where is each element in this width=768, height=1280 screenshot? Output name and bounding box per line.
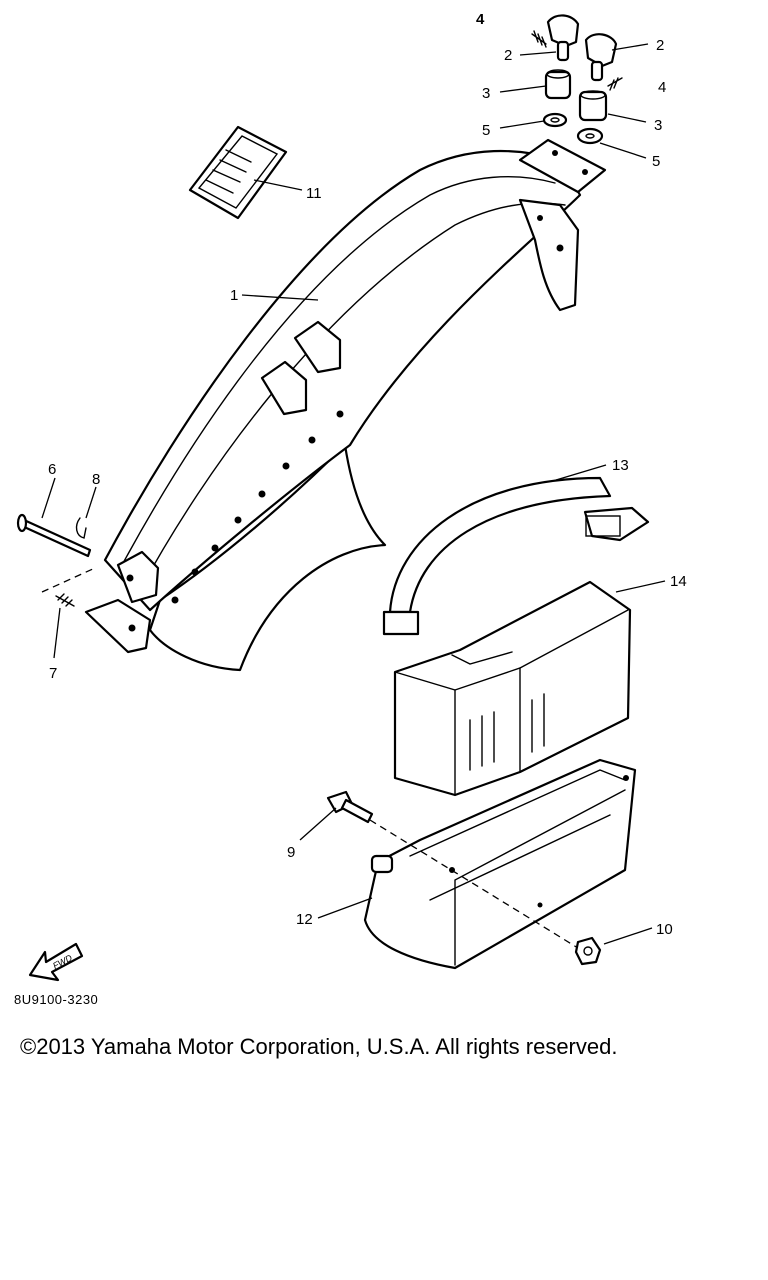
front-pin-hardware <box>16 513 96 607</box>
callout-2-left: 2 <box>504 47 512 64</box>
callout-numbers: 4 2 2 4 3 3 5 5 11 1 6 8 7 13 14 9 12 10 <box>48 11 687 938</box>
reflector <box>188 125 288 220</box>
battery-strap <box>382 476 650 636</box>
callout-8: 8 <box>92 471 100 488</box>
callout-1: 1 <box>230 287 238 304</box>
figure-code: 8U9100-3230 <box>14 992 99 1007</box>
battery <box>393 580 632 797</box>
callout-10: 10 <box>656 921 673 938</box>
callout-6: 6 <box>48 461 56 478</box>
battery-tray <box>363 758 637 970</box>
copyright-notice: ©2013 Yamaha Motor Corporation, U.S.A. A… <box>20 1034 618 1059</box>
callout-11: 11 <box>306 185 322 202</box>
callout-4-right: 4 <box>658 79 666 96</box>
callout-7: 7 <box>49 665 57 682</box>
callout-13: 13 <box>612 457 629 474</box>
callout-12: 12 <box>296 911 313 928</box>
parts-diagram: FWD 4 2 2 4 3 3 5 5 11 1 6 8 7 13 14 <box>16 11 687 982</box>
callout-9: 9 <box>287 844 295 861</box>
callout-3-right: 3 <box>654 117 662 134</box>
callout-3-left: 3 <box>482 85 490 102</box>
leader-lines <box>41 43 666 945</box>
callout-5-right: 5 <box>652 153 660 170</box>
bolt-and-nut <box>326 790 602 966</box>
callout-2-right: 2 <box>656 37 664 54</box>
rear-fender <box>84 138 607 672</box>
mount-hardware <box>531 14 623 145</box>
callout-14: 14 <box>670 573 687 590</box>
callout-4-top: 4 <box>476 11 485 28</box>
callout-5-left: 5 <box>482 122 490 139</box>
fwd-arrow-icon: FWD <box>28 942 84 982</box>
